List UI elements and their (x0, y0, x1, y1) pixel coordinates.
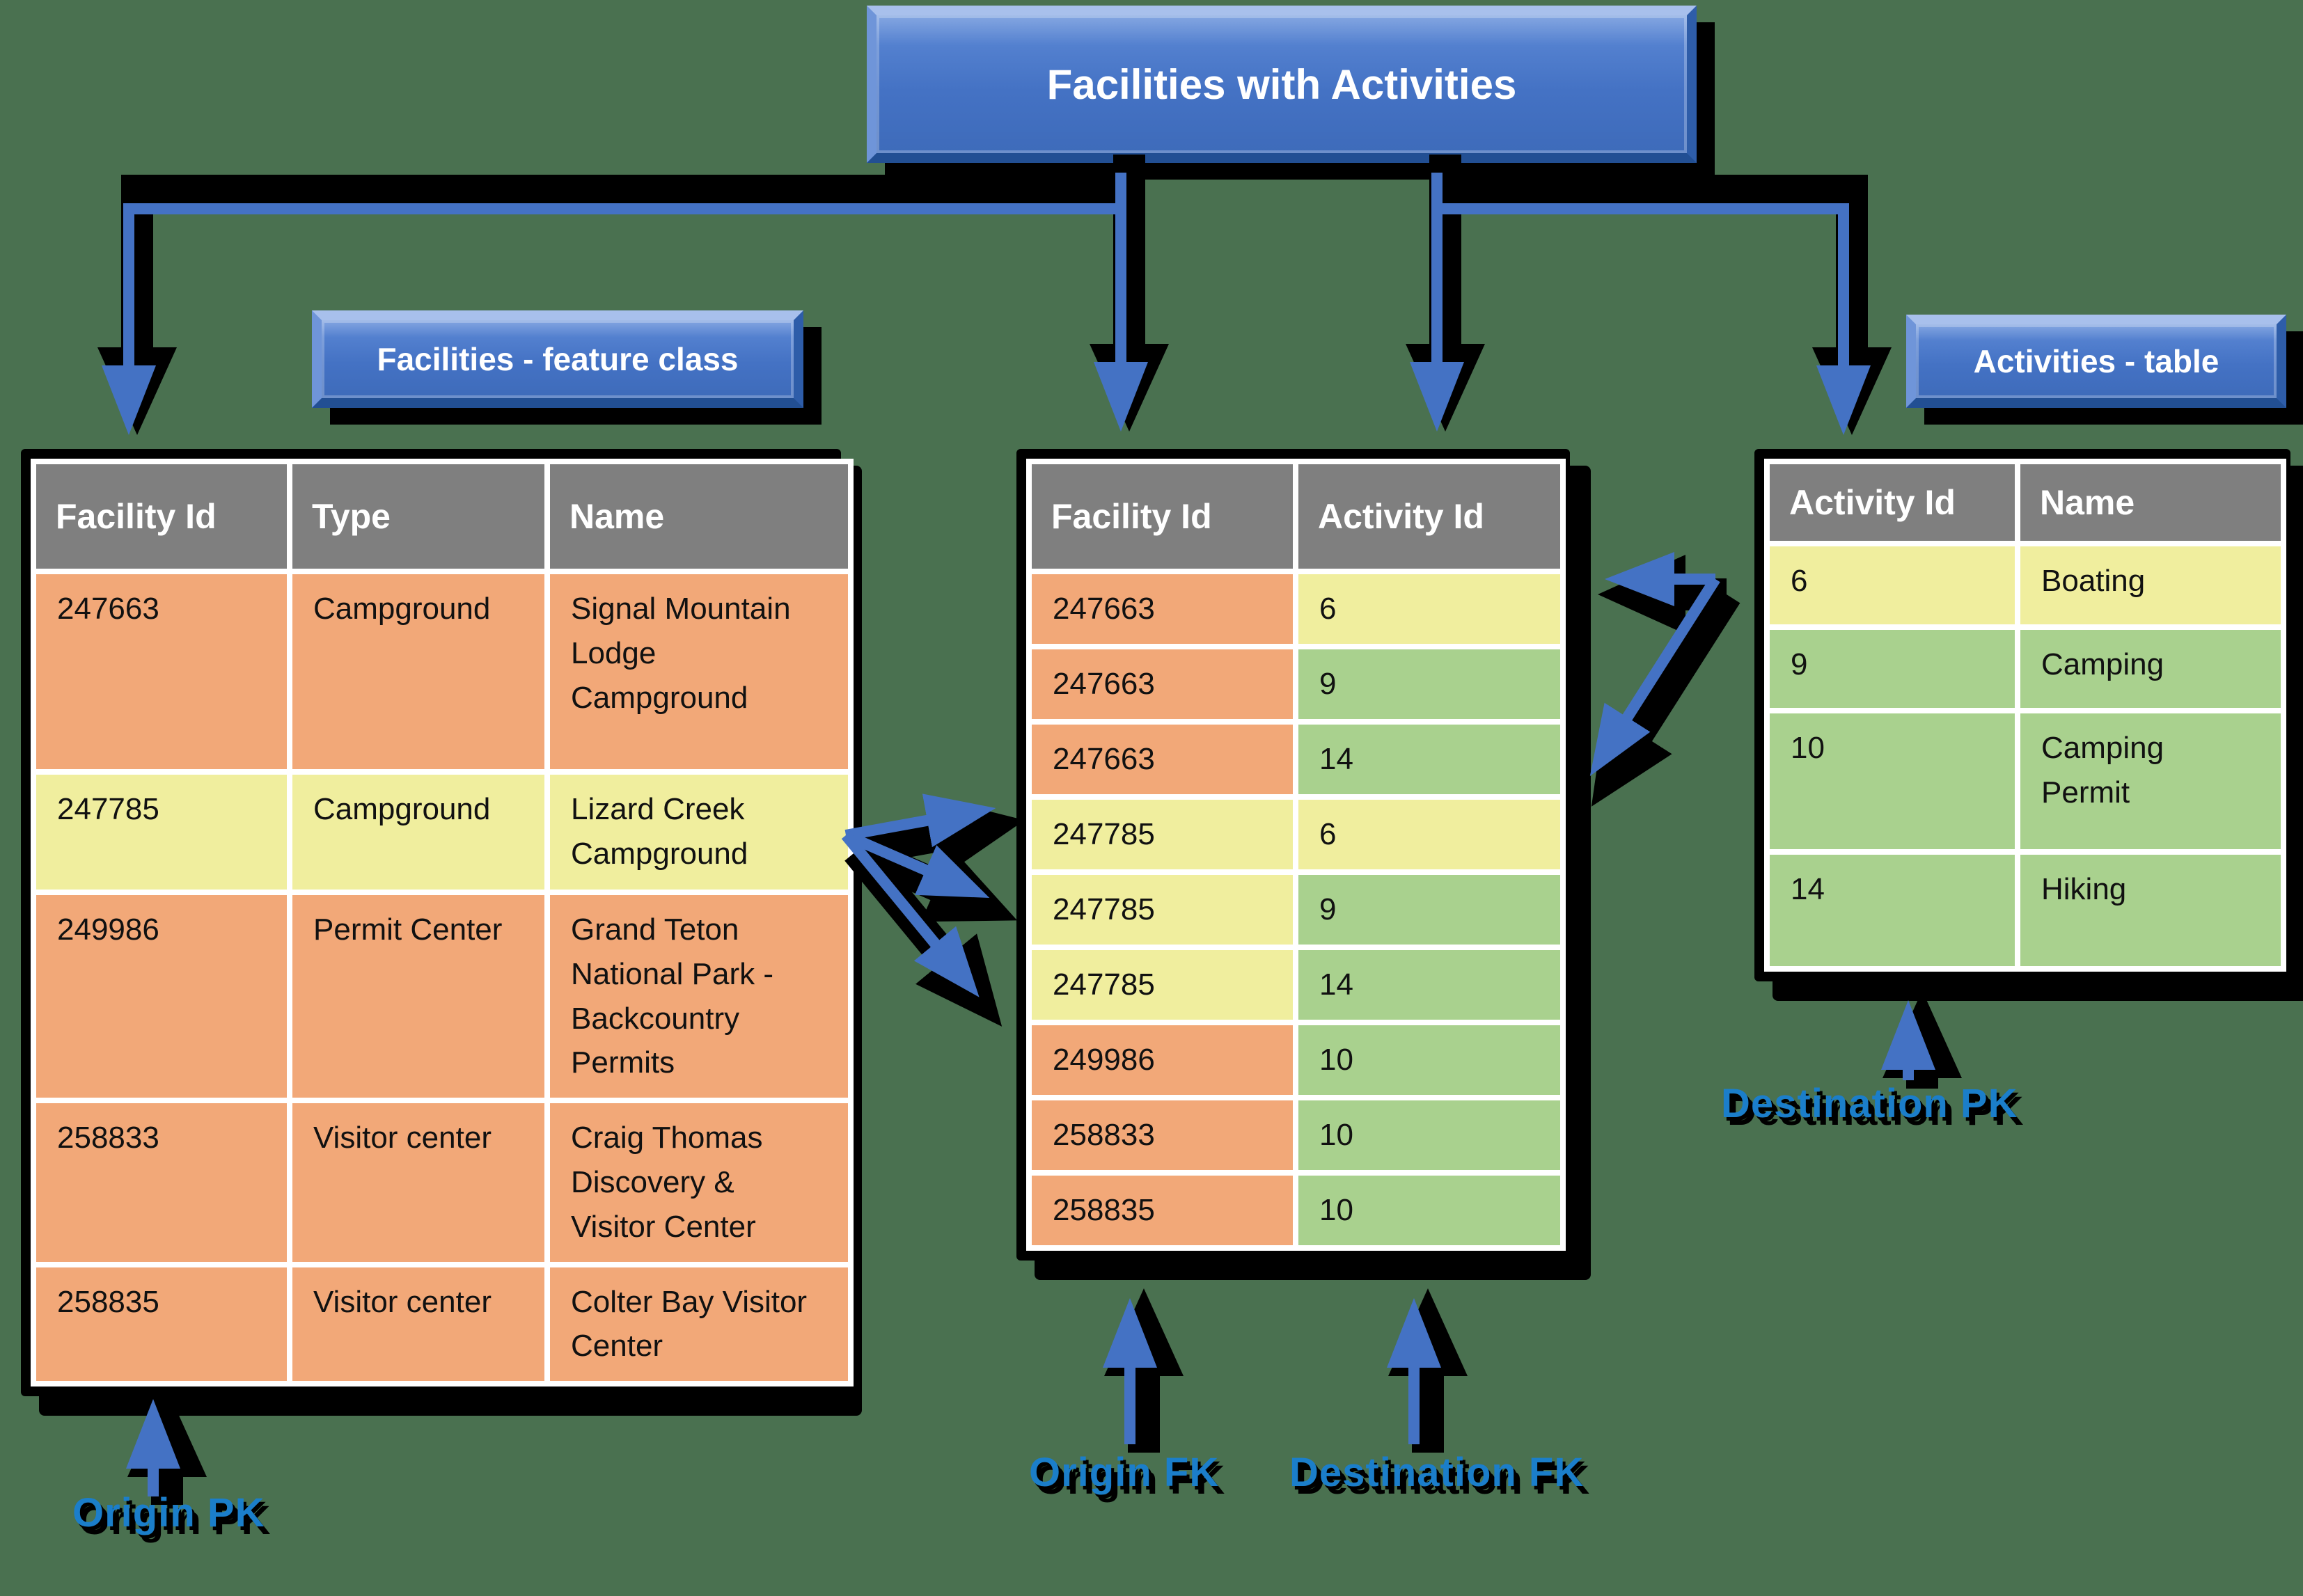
connector-destination-pk-fan (1589, 552, 1740, 807)
table-row: 249986 10 (1032, 1025, 1560, 1095)
facility-id-cell: 247785 (1032, 950, 1293, 1020)
activity-id-cell: 6 (1298, 800, 1560, 869)
table-row: 247663 6 (1032, 574, 1560, 644)
facility-id-cell: 258833 (1032, 1100, 1293, 1170)
name-cell: Grand Teton National Park - Backcountry … (550, 895, 848, 1098)
facility-id-cell: 247785 (1032, 875, 1293, 945)
activity-id-cell: 10 (1298, 1025, 1560, 1095)
facility-id-cell: 247785 (36, 775, 287, 890)
table-row: 258835 10 (1032, 1176, 1560, 1245)
facility-id-cell: 247663 (36, 574, 287, 769)
activity-id-cell: 14 (1298, 725, 1560, 794)
type-header: Type (292, 464, 544, 569)
table-header-row: Facility Id Type Name (36, 464, 848, 569)
activities-table-caption: Activities - table (1973, 343, 2219, 379)
name-cell: Craig Thomas Discovery & Visitor Center (550, 1103, 848, 1262)
table-row: 247785 9 (1032, 875, 1560, 945)
facilities-table: Facility Id Type Name 247663 Campground … (21, 449, 854, 1397)
name-header: Name (2020, 464, 2281, 541)
activity-id-cell: 9 (1298, 875, 1560, 945)
name-cell: Signal Mountain Lodge Campground (550, 574, 848, 769)
activity-id-cell: 9 (1770, 630, 2015, 708)
facility-id-cell: 258835 (1032, 1176, 1293, 1245)
facility-id-cell: 258833 (36, 1103, 287, 1262)
activity-id-cell: 6 (1298, 574, 1560, 644)
junction-table: Facility Id Activity Id 247663 6 247663 … (1016, 449, 1570, 1261)
table-row: 247785 14 (1032, 950, 1560, 1020)
connector-origin-pk-fan (841, 793, 1025, 1027)
origin-pk-label: Origin PK (72, 1490, 265, 1535)
name-header: Name (550, 464, 848, 569)
table-row: 258835 Visitor center Colter Bay Visitor… (36, 1267, 848, 1382)
facilities-table-caption: Facilities - feature class (377, 341, 739, 377)
table-row: 10 Camping Permit (1770, 713, 2281, 849)
destination-fk-label: Destination FK (1289, 1450, 1585, 1495)
destination-pk-label: Destination PK (1721, 1081, 2018, 1126)
activities-table-caption-box: Activities - table (1906, 315, 2286, 408)
activity-id-cell: 10 (1298, 1176, 1560, 1245)
facilities-table-caption-box: Facilities - feature class (312, 310, 803, 408)
table-header-row: Activity Id Name (1770, 464, 2281, 541)
table-row: 258833 10 (1032, 1100, 1560, 1170)
table-row: 247663 9 (1032, 649, 1560, 719)
activity-name-cell: Hiking (2020, 855, 2281, 966)
facility-id-cell: 247663 (1032, 725, 1293, 794)
table-row: 247663 Campground Signal Mountain Lodge … (36, 574, 848, 769)
activity-id-cell: 9 (1298, 649, 1560, 719)
activity-name-cell: Boating (2020, 546, 2281, 624)
activity-name-cell: Camping Permit (2020, 713, 2281, 849)
facility-id-cell: 258835 (36, 1267, 287, 1382)
diagram-title-box: Facilities with Activities (867, 6, 1697, 163)
table-row: 6 Boating (1770, 546, 2281, 624)
name-cell: Lizard Creek Campground (550, 775, 848, 890)
table-row: 247785 6 (1032, 800, 1560, 869)
facility-id-cell: 247785 (1032, 800, 1293, 869)
table-row: 247663 14 (1032, 725, 1560, 794)
activity-id-cell: 14 (1298, 950, 1560, 1020)
table-row: 14 Hiking (1770, 855, 2281, 966)
connector-title-to-destination (1406, 155, 1892, 435)
table-row: 258833 Visitor center Craig Thomas Disco… (36, 1103, 848, 1262)
activity-id-cell: 10 (1770, 713, 2015, 849)
facility-id-cell: 249986 (36, 895, 287, 1098)
name-cell: Colter Bay Visitor Center (550, 1267, 848, 1382)
table-header-row: Facility Id Activity Id (1032, 464, 1560, 569)
activity-id-cell: 6 (1770, 546, 2015, 624)
activity-name-cell: Camping (2020, 630, 2281, 708)
type-cell: Visitor center (292, 1103, 544, 1262)
facility-id-header: Facility Id (36, 464, 287, 569)
facility-id-header: Facility Id (1032, 464, 1293, 569)
activity-id-header: Activity Id (1770, 464, 2015, 541)
activity-id-cell: 14 (1770, 855, 2015, 966)
facility-id-cell: 249986 (1032, 1025, 1293, 1095)
table-row: 247785 Campground Lizard Creek Campgroun… (36, 775, 848, 890)
activities-table: Activity Id Name 6 Boating 9 Camping 10 … (1754, 449, 2290, 981)
origin-fk-label: Origin FK (1029, 1450, 1220, 1495)
table-row: 249986 Permit Center Grand Teton Nationa… (36, 895, 848, 1098)
diagram-title: Facilities with Activities (1046, 61, 1517, 108)
type-cell: Campground (292, 775, 544, 890)
facility-id-cell: 247663 (1032, 574, 1293, 644)
type-cell: Campground (292, 574, 544, 769)
activity-id-header: Activity Id (1298, 464, 1560, 569)
table-row: 9 Camping (1770, 630, 2281, 708)
type-cell: Permit Center (292, 895, 544, 1098)
type-cell: Visitor center (292, 1267, 544, 1382)
activity-id-cell: 10 (1298, 1100, 1560, 1170)
facility-id-cell: 247663 (1032, 649, 1293, 719)
